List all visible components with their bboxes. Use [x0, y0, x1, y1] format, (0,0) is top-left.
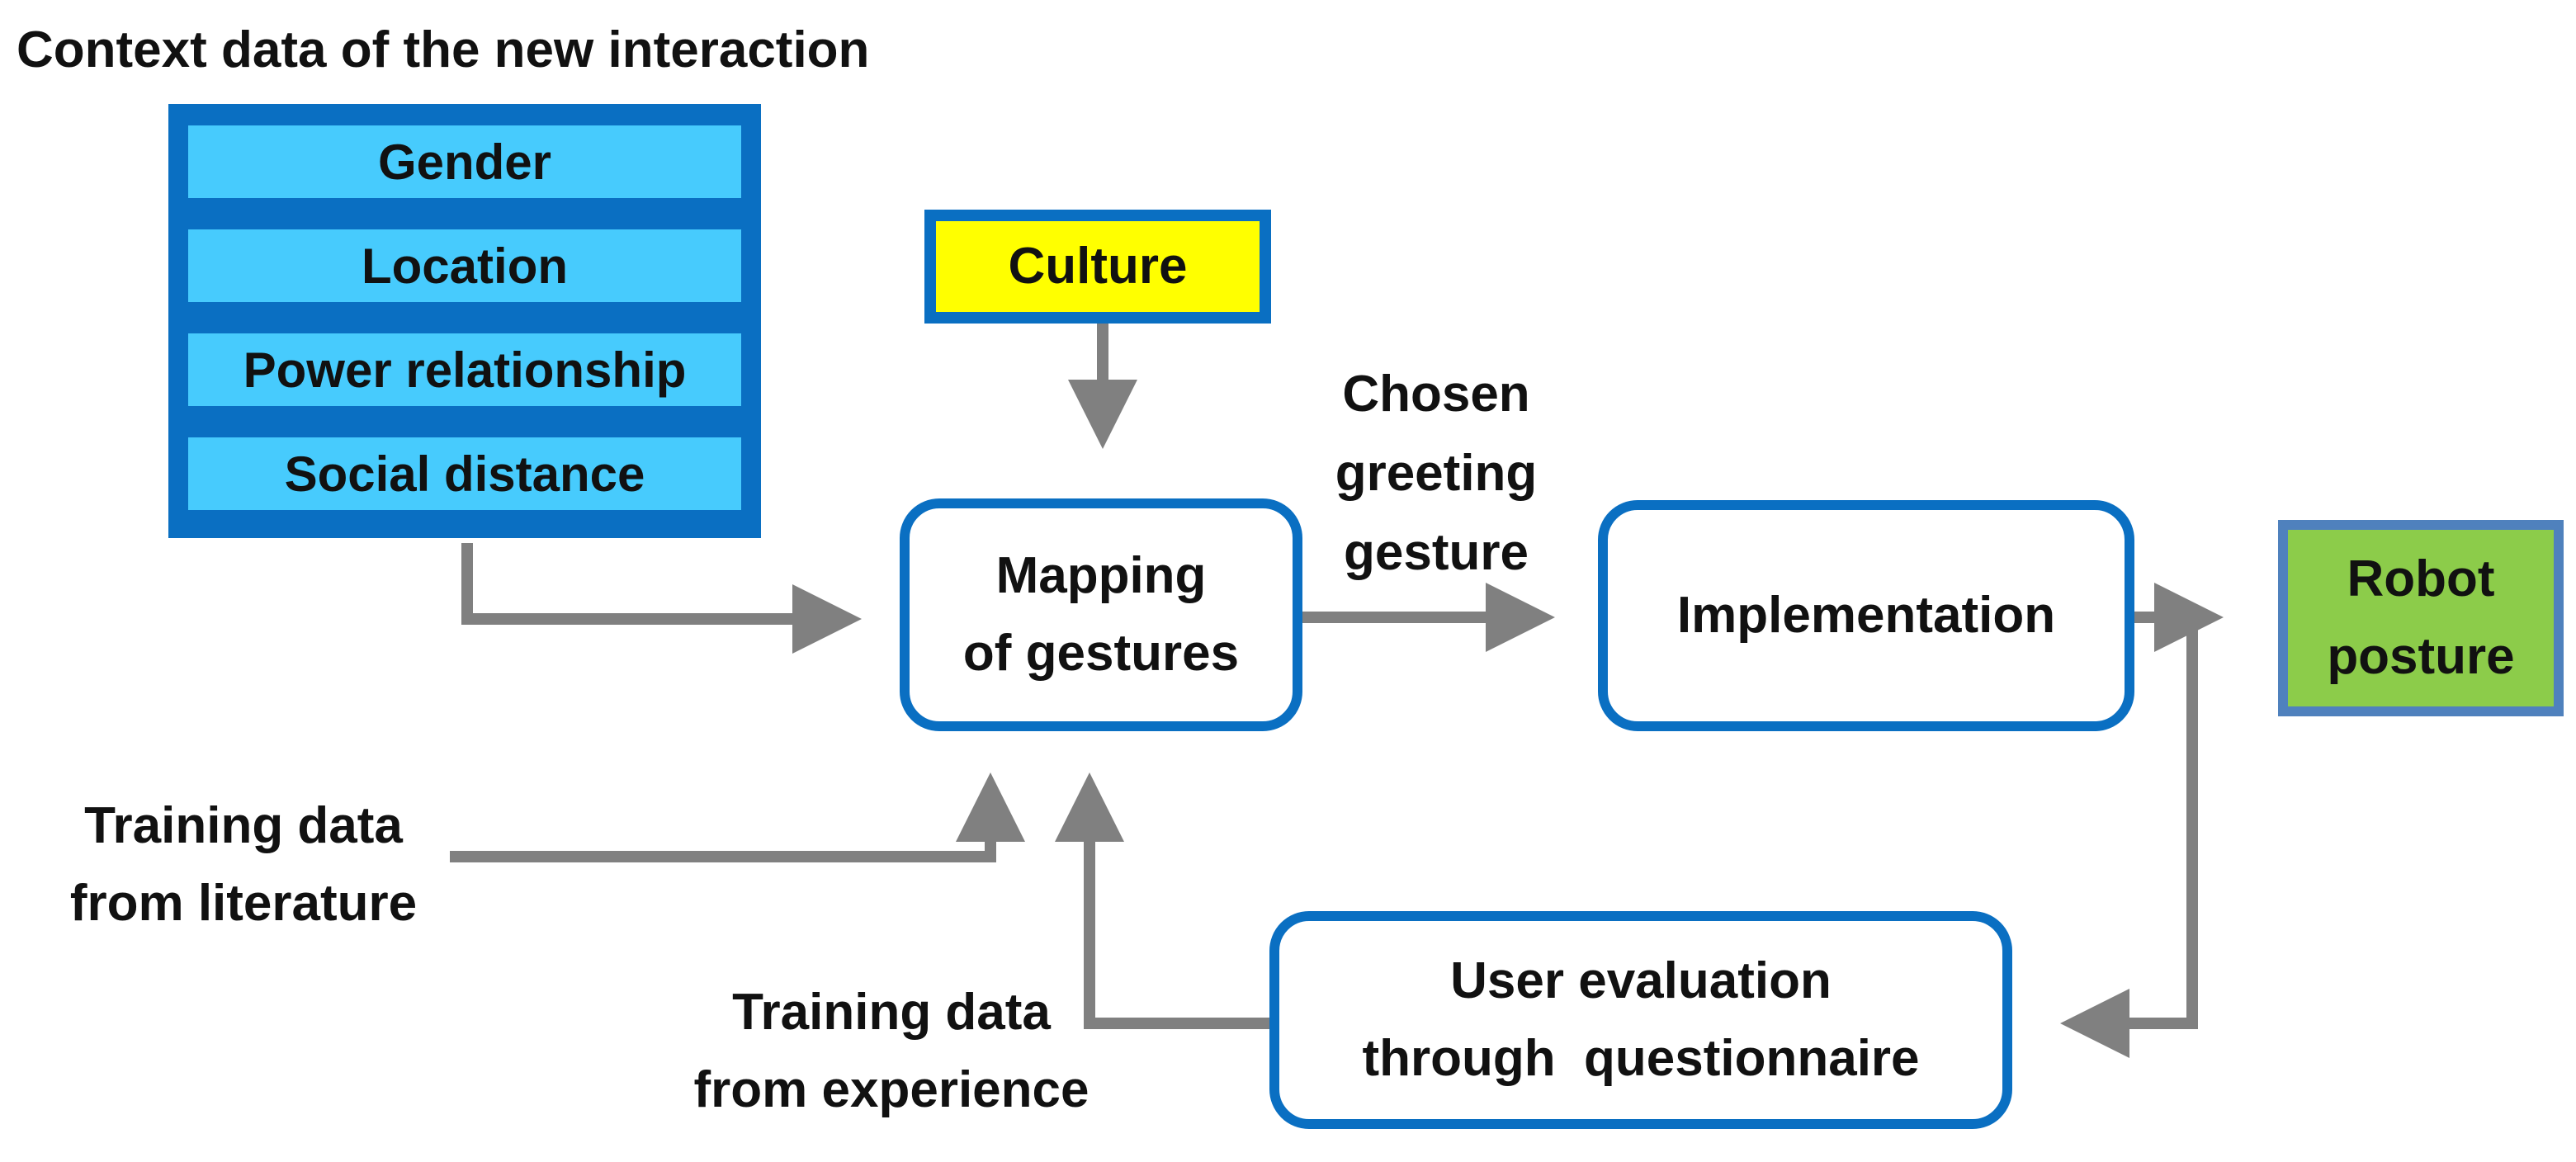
- training-literature-label: Training data from literature: [25, 787, 462, 942]
- chosen-greeting-gesture-label: Chosen greeting gesture: [1288, 355, 1585, 593]
- arrow-context-to-mapping: [461, 543, 862, 654]
- robot-line-2: posture: [2327, 628, 2515, 685]
- robot-posture-box: Robot posture: [2278, 520, 2564, 716]
- mapping-line-2: of gestures: [962, 625, 1240, 682]
- chosen-line-2: greeting: [1335, 445, 1538, 502]
- evaluation-line-1: User evaluation: [1450, 952, 1832, 1009]
- context-title: Context data of the new interaction: [17, 21, 870, 78]
- context-item-social-distance: Social distance: [180, 429, 749, 518]
- mapping-line-1: Mapping: [995, 547, 1207, 604]
- arrow-feedback-to-evaluation: [2060, 617, 2198, 1058]
- training-experience-label: Training data from experience: [660, 974, 1123, 1129]
- context-item-gender: Gender: [180, 117, 749, 206]
- mapping-gestures-box: Mapping of gestures: [900, 498, 1302, 731]
- literature-line-2: from literature: [69, 875, 418, 932]
- user-evaluation-box: User evaluation through questionnaire: [1269, 911, 2012, 1129]
- arrow-experience-to-mapping: [1055, 772, 1269, 1029]
- experience-line-1: Training data: [732, 984, 1051, 1041]
- context-item-power-relationship: Power relationship: [180, 325, 749, 414]
- implementation-box: Implementation: [1598, 500, 2134, 731]
- robot-line-1: Robot: [2347, 550, 2495, 607]
- arrow-literature-to-mapping: [450, 772, 1025, 862]
- evaluation-line-2: through questionnaire: [1362, 1030, 1920, 1087]
- implementation-label: Implementation: [1676, 587, 2056, 644]
- chosen-line-3: gesture: [1344, 524, 1529, 581]
- literature-line-1: Training data: [84, 797, 403, 854]
- context-item-location: Location: [180, 221, 749, 310]
- chosen-line-1: Chosen: [1342, 366, 1530, 423]
- experience-line-2: from experience: [693, 1061, 1089, 1118]
- culture-label: Culture: [1008, 238, 1188, 295]
- culture-box: Culture: [924, 210, 1271, 324]
